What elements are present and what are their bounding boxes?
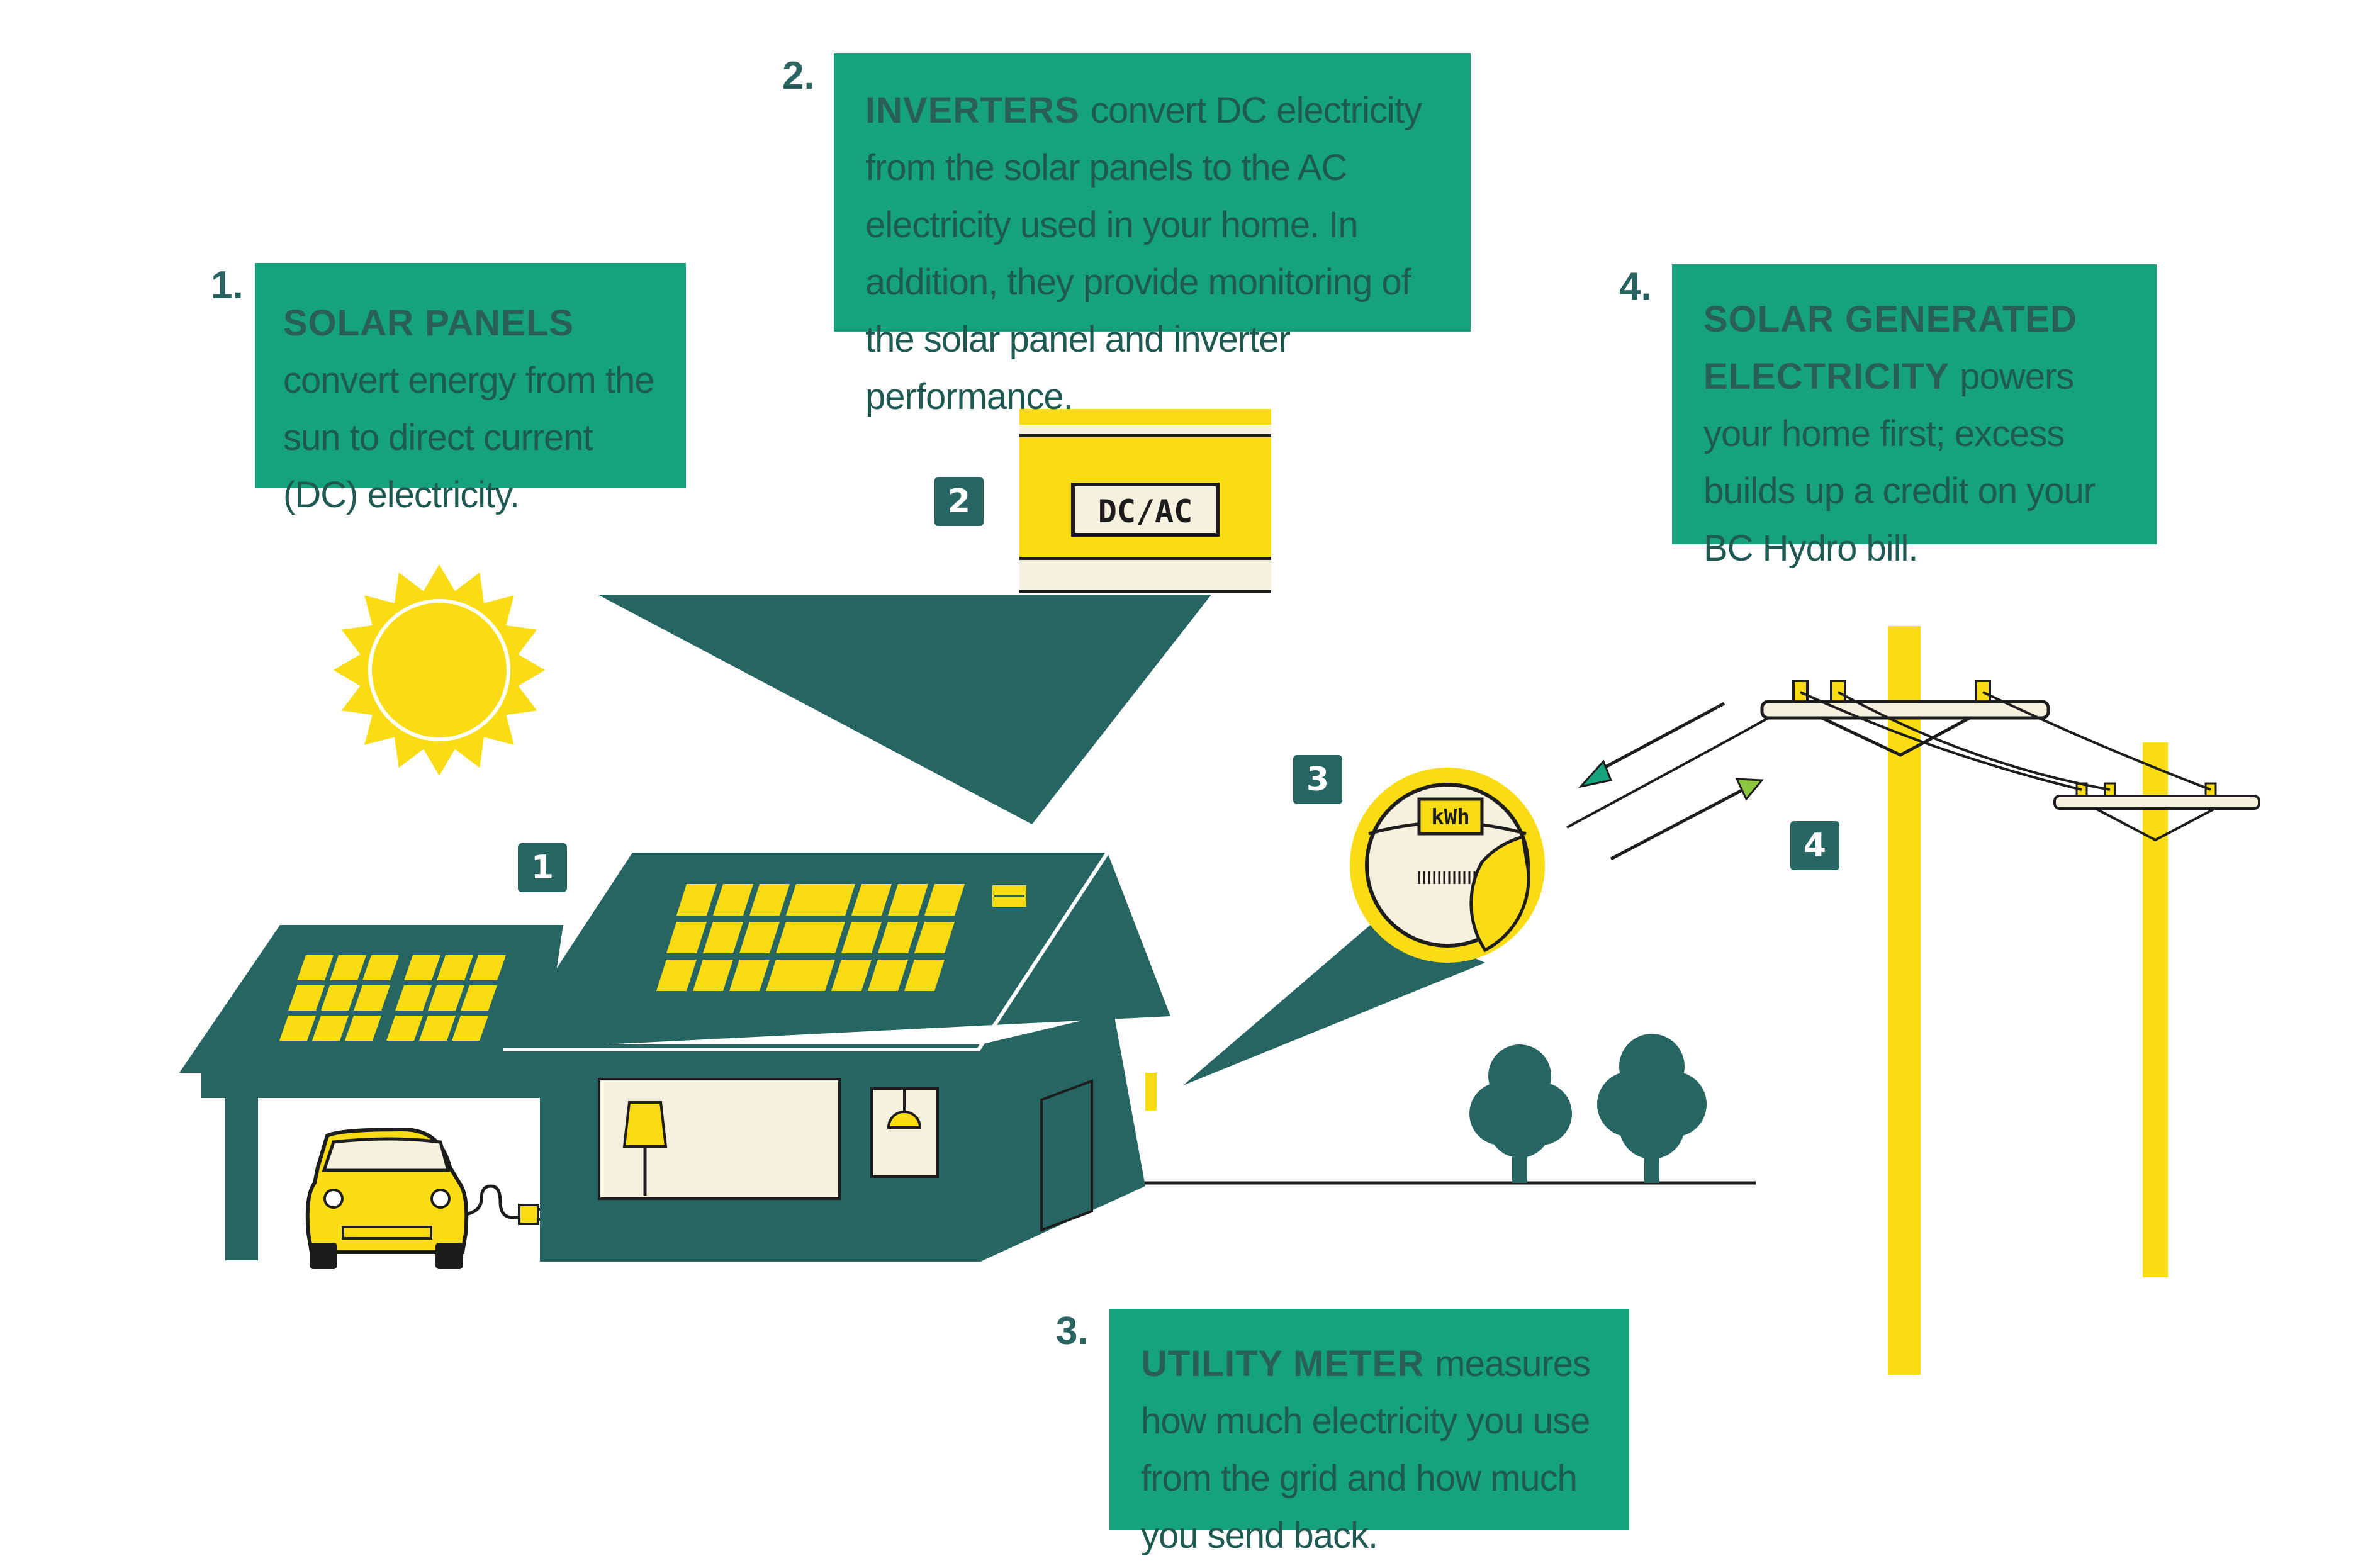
solar-panel-cell xyxy=(437,955,473,980)
solar-panel-cell xyxy=(831,960,872,991)
solar-panel-cell xyxy=(841,922,882,953)
step-3-title: UTILITY METER xyxy=(1141,1343,1435,1384)
utility-meter-callout: kWh xyxy=(1183,768,1545,1085)
solar-panel-cell xyxy=(904,960,945,991)
solar-panel-cell xyxy=(321,985,357,1011)
solar-panel-cell xyxy=(666,922,707,953)
electric-car-icon xyxy=(305,1127,546,1269)
solar-panel-cell xyxy=(749,884,790,916)
solar-panel-cell xyxy=(739,922,780,953)
solar-panel-cell xyxy=(766,960,806,991)
house xyxy=(503,851,1170,1262)
carport xyxy=(179,925,563,1260)
inverter-callout: DC/AC xyxy=(598,409,1271,824)
solar-panel-cell xyxy=(297,955,334,980)
solar-panel-cell xyxy=(776,922,816,953)
solar-panel-cell xyxy=(703,922,743,953)
solar-panel-cell xyxy=(428,985,464,1011)
inverter-label-box xyxy=(1071,483,1220,537)
meter-label: kWh xyxy=(1431,805,1469,830)
solar-panel-cell xyxy=(693,960,733,991)
solar-panel-cell xyxy=(461,985,497,1011)
solar-panel-cell xyxy=(288,985,325,1011)
solar-panel-cell xyxy=(815,884,855,916)
step-1-text: convert energy from the sun to direct cu… xyxy=(283,360,655,515)
solar-panel-cell xyxy=(386,1016,423,1041)
solar-panel-cell xyxy=(888,884,928,916)
badge-1: 1 xyxy=(518,843,567,892)
solar-panel-cell xyxy=(362,955,399,980)
solar-panel-cell xyxy=(713,884,753,916)
badge-2: 2 xyxy=(934,477,984,526)
step-4-title: SOLAR GENERATED ELECTRICITY xyxy=(1703,299,2077,397)
step-3-text: measures how much electricity you use fr… xyxy=(1141,1343,1591,1556)
badge-4: 4 xyxy=(1790,821,1839,870)
step-2-number: 2. xyxy=(782,54,815,98)
solar-panel-cell xyxy=(914,922,955,953)
solar-panel-cell xyxy=(395,985,432,1011)
solar-panel-cell xyxy=(330,955,366,980)
step-1-box: SOLAR PANELS convert energy from the sun… xyxy=(255,263,686,515)
roof-solar-panels xyxy=(656,884,965,991)
solar-panel-cell xyxy=(676,884,717,916)
solar-panel-cell xyxy=(851,884,892,916)
solar-panel-cell xyxy=(279,1016,316,1041)
step-3-number: 3. xyxy=(1056,1309,1089,1353)
solar-panel-cell xyxy=(354,985,390,1011)
solar-panel-cell xyxy=(469,955,506,980)
solar-panel-cell xyxy=(878,922,918,953)
step-2-title: INVERTERS xyxy=(865,90,1091,131)
inverter-label: DC/AC xyxy=(1098,493,1193,530)
step-1-number: 1. xyxy=(211,264,244,307)
solar-panel-cell xyxy=(312,1016,349,1041)
step-4-box: SOLAR GENERATED ELECTRICITY powers your … xyxy=(1672,264,2157,569)
energy-flow-arrows xyxy=(1566,702,1782,861)
step-4-number: 4. xyxy=(1619,265,1652,308)
solar-panel-cell xyxy=(805,922,845,953)
solar-panel-cell xyxy=(868,960,908,991)
step-1-title: SOLAR PANELS xyxy=(283,303,575,344)
solar-panel-cell xyxy=(795,960,835,991)
sun-icon xyxy=(334,564,545,776)
step-3-box: UTILITY METER measures how much electric… xyxy=(1109,1309,1629,1556)
tree-icons xyxy=(1469,1034,1707,1183)
solar-panel-cell xyxy=(729,960,770,991)
solar-panel-cell xyxy=(924,884,965,916)
power-poles xyxy=(1760,626,2260,1375)
solar-panel-cell xyxy=(345,1016,381,1041)
step-4-text: powers your home first; excess builds up… xyxy=(1703,356,2096,569)
step-2-box: INVERTERS convert DC electricity from th… xyxy=(834,53,1471,417)
solar-panel-cell xyxy=(786,884,826,916)
carport-solar-panels xyxy=(279,955,506,1041)
step-2-text: convert DC electricity from the solar pa… xyxy=(865,90,1422,417)
solar-panel-cell xyxy=(452,1016,488,1041)
badge-3: 3 xyxy=(1293,755,1342,804)
solar-panel-cell xyxy=(656,960,697,991)
solar-panel-cell xyxy=(404,955,440,980)
solar-panel-cell xyxy=(419,1016,456,1041)
